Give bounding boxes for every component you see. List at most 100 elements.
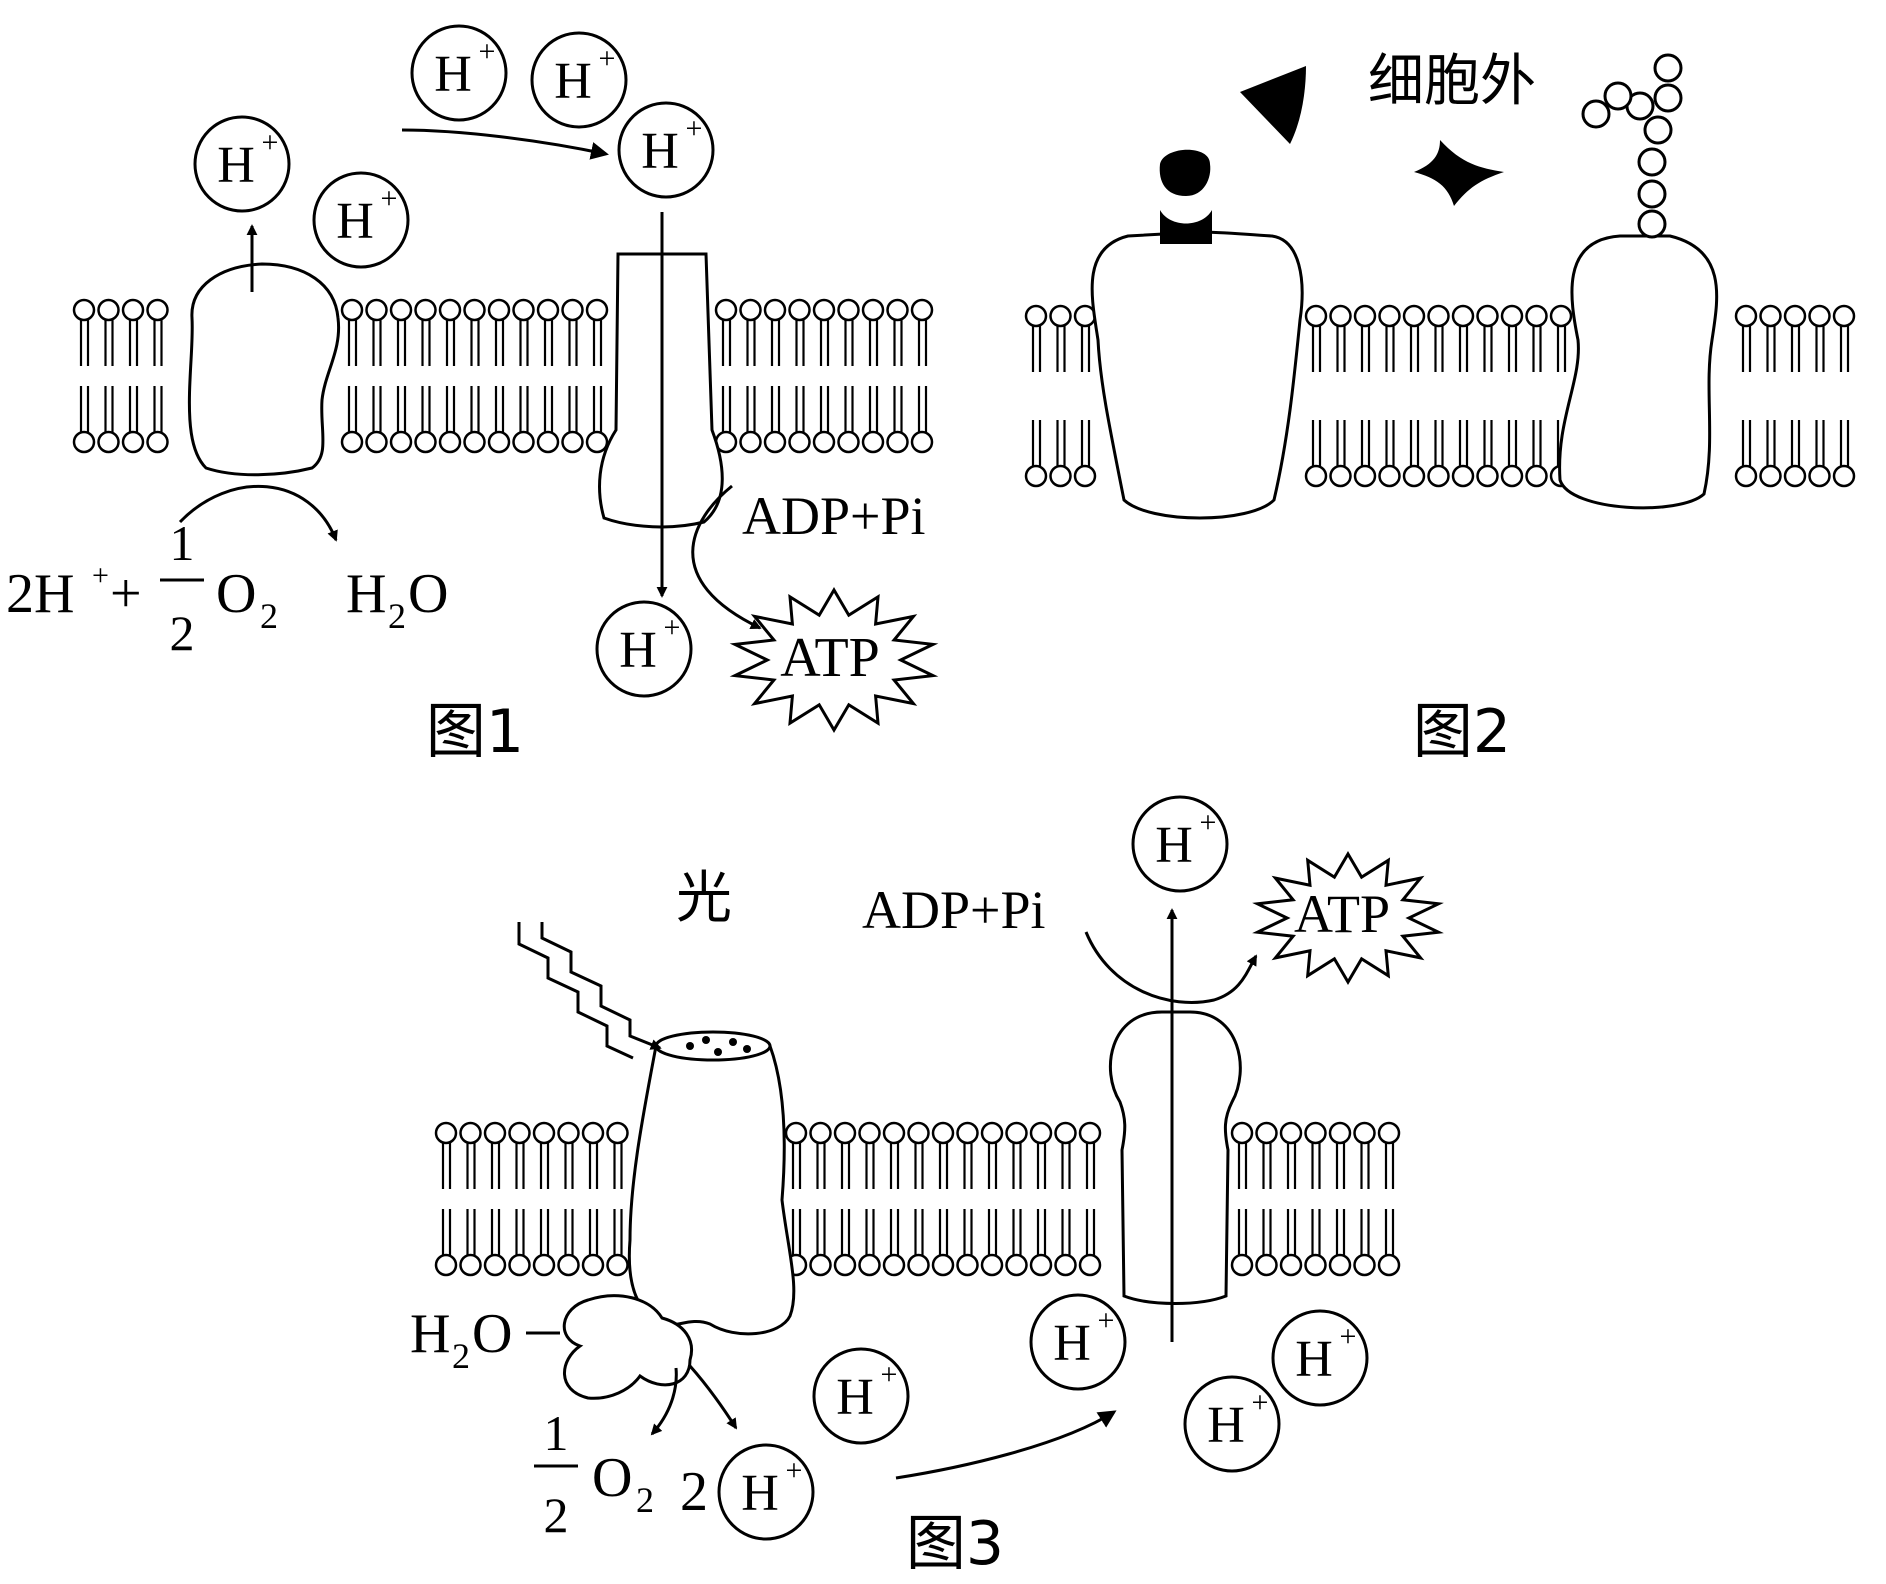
photosystem-protein xyxy=(627,1037,796,1336)
phospholipid xyxy=(72,298,96,366)
phospholipid xyxy=(365,298,388,366)
phospholipid xyxy=(1783,420,1807,488)
phospholipid xyxy=(1304,304,1328,372)
phospholipid xyxy=(886,386,909,454)
proton-fig3-1: H + xyxy=(812,1347,910,1445)
phospholipid xyxy=(1024,304,1048,372)
svg-text:+: + xyxy=(479,35,496,68)
phospholipid xyxy=(121,386,145,454)
phospholipid xyxy=(72,386,96,454)
phospholipid xyxy=(1304,420,1328,488)
proton-fig1-4: H + xyxy=(530,31,628,129)
ligand-star xyxy=(1414,140,1504,206)
phospholipid xyxy=(1255,1121,1278,1189)
phospholipid xyxy=(532,1121,556,1189)
phospholipid xyxy=(508,1121,531,1189)
phospholipid xyxy=(956,1209,979,1277)
svg-text:O: O xyxy=(408,563,448,625)
proton-fig3-top: H + xyxy=(1131,795,1229,893)
svg-text:+: + xyxy=(1098,1304,1115,1337)
figure-3: 光 ADP+Pi ATP H + H + H + H + xyxy=(410,795,1444,1579)
phospholipid xyxy=(980,1121,1004,1189)
phospholipid xyxy=(585,298,609,366)
phospholipid xyxy=(1329,420,1352,488)
phospholipid xyxy=(861,298,885,366)
svg-text:+: + xyxy=(786,1454,803,1487)
reaction-equation-fig1: 2H + + 1 2 O 2 H 2 O xyxy=(6,515,448,661)
phospholipid xyxy=(512,298,535,366)
svg-text:H: H xyxy=(336,193,374,250)
phospholipid xyxy=(1049,420,1072,488)
phospholipid xyxy=(414,386,437,454)
svg-text:H: H xyxy=(1207,1397,1245,1454)
svg-text:H: H xyxy=(346,563,386,625)
phospholipid xyxy=(536,298,560,366)
phospholipid xyxy=(434,1121,458,1189)
phospholipid xyxy=(1353,304,1377,372)
svg-text:+: + xyxy=(92,559,109,592)
phospholipid xyxy=(931,1121,955,1189)
svg-text:+: + xyxy=(381,182,398,215)
phospholipid xyxy=(809,1209,832,1277)
phospholipid xyxy=(414,298,437,366)
arrow-reaction-fig1 xyxy=(178,484,338,542)
phospholipid xyxy=(1832,420,1856,488)
figure-1: H + H + H + H + H + H + xyxy=(6,24,939,767)
phospholipid xyxy=(1029,1209,1053,1277)
proton-fig3-product: H + xyxy=(717,1443,815,1541)
phospholipid xyxy=(434,1209,458,1277)
svg-text:+: + xyxy=(686,112,703,145)
proton-fig3-2: H + xyxy=(1029,1293,1127,1391)
atp-burst-fig3 xyxy=(1252,851,1444,985)
bead-chain-ligand xyxy=(1581,53,1683,239)
phospholipid xyxy=(1073,420,1097,488)
proton-fig1-5: H + xyxy=(617,101,715,199)
svg-text:+: + xyxy=(1340,1320,1357,1353)
proton-fig1-6: H + xyxy=(595,600,693,698)
phospholipid xyxy=(508,1209,531,1277)
phospholipid xyxy=(1353,1121,1376,1189)
phospholipid xyxy=(882,1209,906,1277)
phospholipid xyxy=(931,1209,955,1277)
phospholipid xyxy=(389,298,413,366)
phospholipid xyxy=(463,386,486,454)
phospholipid xyxy=(365,386,388,454)
svg-text:O: O xyxy=(216,563,256,625)
phospholipid xyxy=(1451,420,1475,488)
phospholipid xyxy=(97,386,120,454)
phospholipid xyxy=(561,386,584,454)
svg-text:2: 2 xyxy=(260,596,278,636)
phospholipid xyxy=(1402,304,1426,372)
svg-text:H: H xyxy=(1155,817,1193,874)
svg-text:+: + xyxy=(881,1358,898,1391)
caption-fig1: 图1 xyxy=(426,697,524,767)
svg-text:H: H xyxy=(217,137,255,194)
svg-text:H: H xyxy=(641,123,679,180)
phospholipid xyxy=(1783,304,1807,372)
phospholipid xyxy=(1054,1121,1077,1189)
phospholipid xyxy=(1734,304,1758,372)
phospholipid xyxy=(487,298,511,366)
phospholipid xyxy=(581,1121,605,1189)
figure-2: 细胞外 图2 xyxy=(1024,49,1856,767)
phospholipid xyxy=(1329,304,1352,372)
phospholipid xyxy=(483,1209,507,1277)
phospholipid xyxy=(1328,1121,1352,1189)
phospholipid xyxy=(714,386,738,454)
svg-text:O: O xyxy=(472,1303,512,1365)
phospholipid xyxy=(886,298,909,366)
phospholipid xyxy=(585,386,609,454)
svg-text:H: H xyxy=(1295,1331,1333,1388)
phospholipid xyxy=(1078,1209,1102,1277)
phospholipid xyxy=(1734,420,1758,488)
phospholipid xyxy=(1500,420,1524,488)
svg-text:+: + xyxy=(1252,1386,1269,1419)
phospholipid xyxy=(146,386,169,454)
svg-text:+: + xyxy=(1200,806,1217,839)
phospholipid xyxy=(1402,420,1426,488)
phospholipid xyxy=(980,1209,1004,1277)
phospholipid xyxy=(606,1121,629,1189)
proton-fig1-2: H + xyxy=(312,171,410,269)
svg-text:1: 1 xyxy=(170,515,195,571)
phospholipid xyxy=(463,298,486,366)
